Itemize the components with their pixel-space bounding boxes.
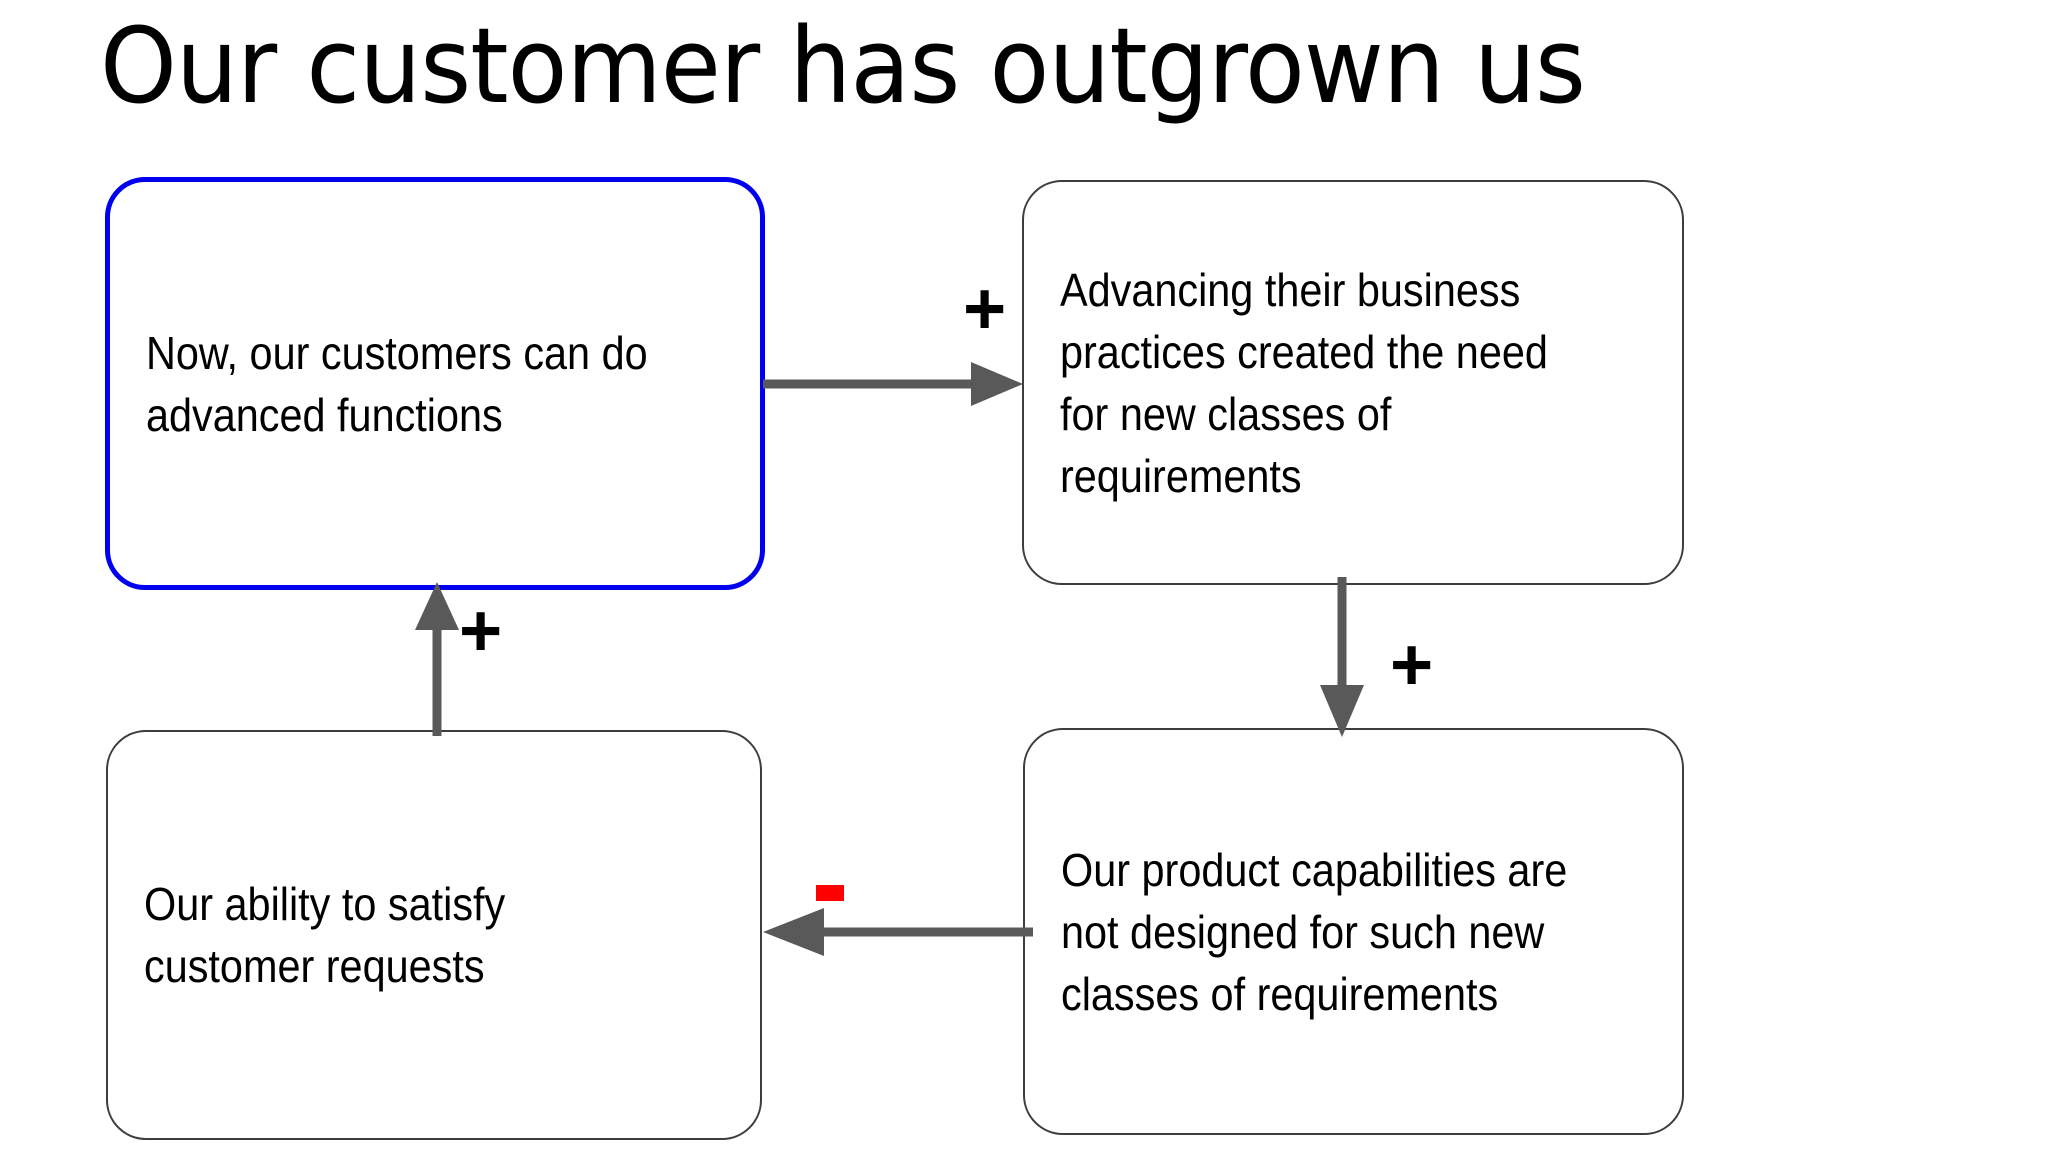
diagram-node-ability-satisfy[interactable]: Our ability to satisfy customer requests <box>106 730 762 1140</box>
diagram-node-advancing-practices[interactable]: Advancing their business practices creat… <box>1022 180 1684 585</box>
diagram-node-label: Our product capabilities are not designe… <box>1061 843 1568 1020</box>
diagram-node-label: Our ability to satisfy customer requests <box>144 878 506 992</box>
page-title: Our customer has outgrown us <box>100 5 1586 127</box>
diagram-node-customers-advanced[interactable]: Now, our customers can do advanced funct… <box>105 177 765 590</box>
arrow-up-icon <box>415 582 459 736</box>
polarity-sign-positive-top: + <box>963 267 1007 350</box>
diagram-node-label: Now, our customers can do advanced funct… <box>146 326 648 441</box>
polarity-sign-positive-left: + <box>459 589 503 672</box>
arrow-down-icon <box>1320 577 1364 737</box>
diagram-node-product-capabilities[interactable]: Our product capabilities are not designe… <box>1023 728 1684 1135</box>
diagram-node-label: Advancing their business practices creat… <box>1060 263 1548 502</box>
arrow-right-icon <box>763 362 1023 406</box>
polarity-sign-positive-right: + <box>1390 623 1434 706</box>
arrow-left-icon <box>763 908 1033 956</box>
polarity-sign-negative-bottom <box>816 885 844 901</box>
